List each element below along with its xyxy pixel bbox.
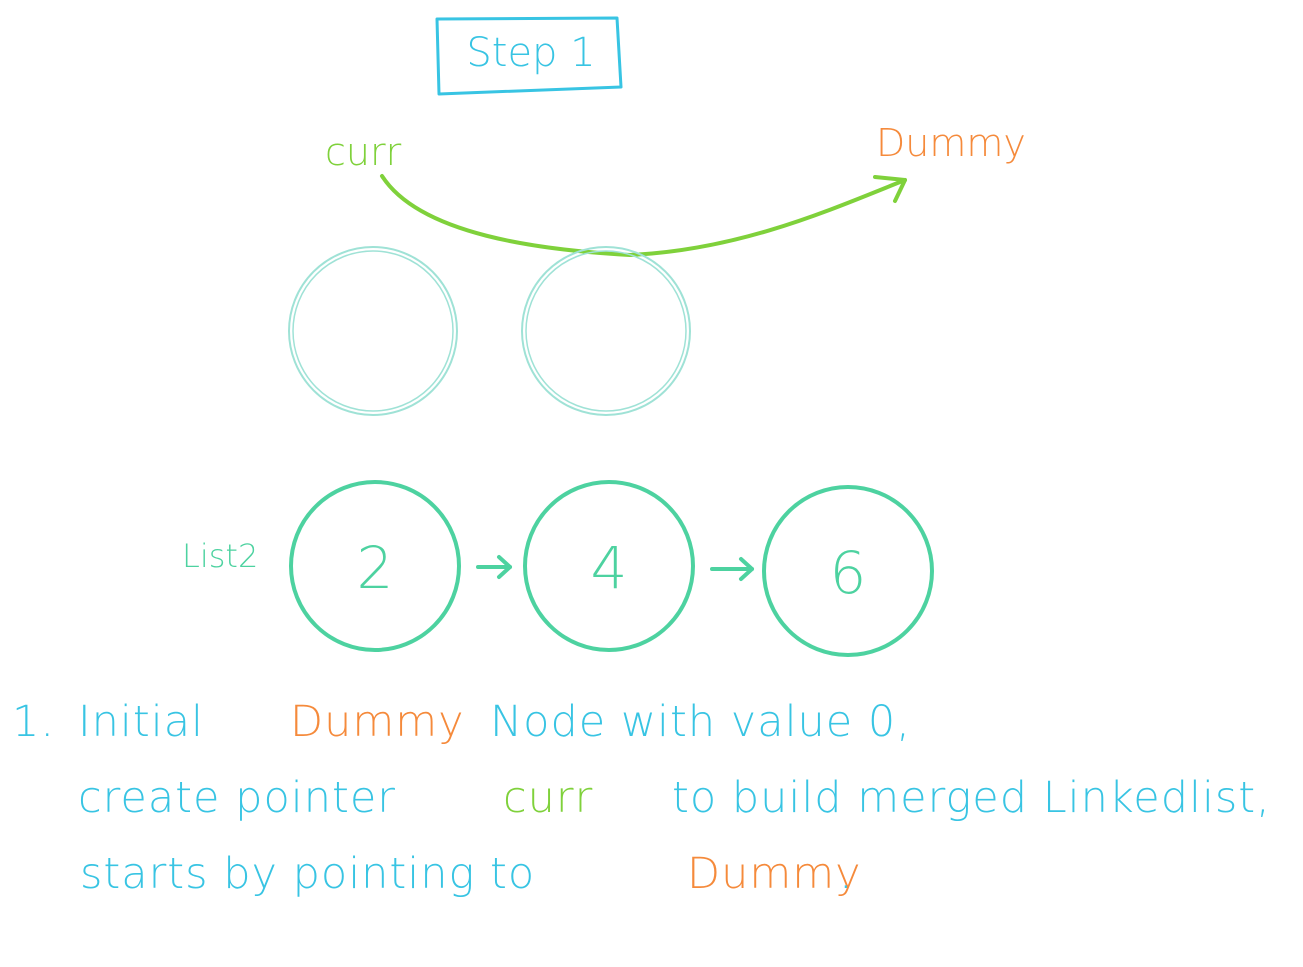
caption-l1-rest: Node with value 0, (490, 697, 911, 747)
curr-to-dummy-arrow (380, 174, 907, 258)
arrow-2 (710, 557, 754, 581)
step-title: Step 1 (435, 16, 623, 96)
caption-l3-period: . (839, 849, 854, 899)
caption-l3-starts: starts by pointing to (80, 849, 535, 899)
step-title-text: Step 1 (466, 30, 595, 76)
caption-l3-dummy: Dummy (687, 849, 862, 899)
curr-label: curr (325, 130, 402, 174)
list2-label: List2 (182, 537, 258, 575)
caption-line-3: starts by pointing to Dummy . (80, 849, 876, 899)
caption-line-1: 1. Initial Dummy Node with value 0, (12, 697, 911, 747)
curr-arrow-line (380, 174, 907, 258)
caption-l1-initial: Initial (78, 697, 204, 747)
caption-l2-rest: to build merged Linkedlist, (672, 773, 1271, 823)
list2-node-2: 4 (523, 480, 695, 652)
step-title-box (435, 16, 623, 96)
caption: 1. Initial Dummy Node with value 0, crea… (12, 697, 1271, 899)
list2-node-3-value: 6 (830, 539, 867, 607)
caption-l1-number: 1. (12, 697, 55, 747)
dummy-label: Dummy (876, 121, 1026, 165)
empty-node-2 (521, 246, 691, 416)
list2-node-1-value: 2 (357, 534, 394, 602)
caption-l2-curr: curr (503, 773, 593, 823)
list2-node-1: 2 (289, 480, 461, 652)
arrow-1 (476, 555, 512, 579)
empty-node-1 (288, 246, 458, 416)
list2-node-3: 6 (762, 485, 934, 657)
caption-l1-dummy: Dummy (290, 697, 465, 747)
caption-l2-create: create pointer (78, 773, 396, 823)
curr-arrow-head (873, 175, 907, 203)
list2-node-2-value: 4 (591, 534, 628, 602)
caption-line-2: create pointer curr to build merged Link… (78, 773, 1271, 823)
